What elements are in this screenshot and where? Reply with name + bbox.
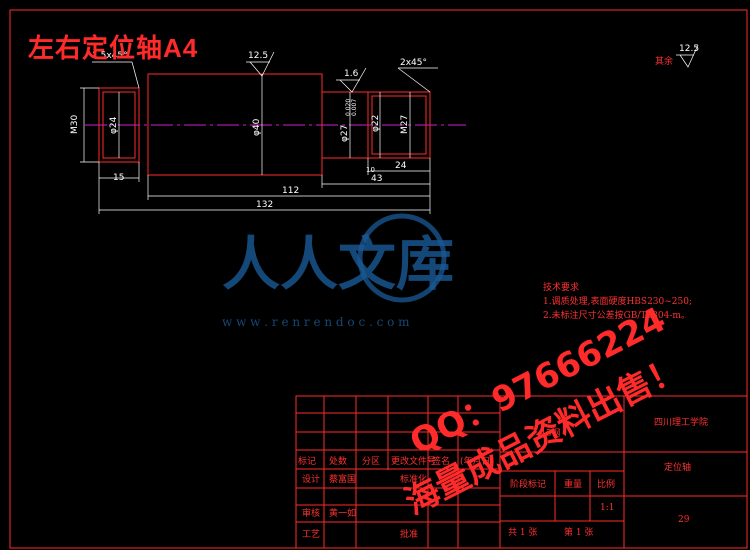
svg-text:43: 43 — [371, 174, 382, 184]
svg-text:M30: M30 — [70, 115, 80, 134]
drawing-number-text: 29 — [678, 515, 690, 525]
svg-text:签名: 签名 — [432, 455, 450, 467]
svg-text:蔡富国: 蔡富国 — [329, 473, 356, 485]
svg-text:更改文件号: 更改文件号 — [391, 455, 436, 467]
svg-text:审核: 审核 — [302, 507, 320, 519]
svg-text:15: 15 — [113, 173, 124, 183]
svg-text:2x45°: 2x45° — [400, 58, 427, 68]
svg-text:φ27: φ27 — [340, 125, 350, 142]
svg-text:黄一如: 黄一如 — [329, 507, 356, 519]
tech-heading: 技术要求 — [543, 283, 580, 293]
part-name-text: 定位轴 — [664, 461, 691, 473]
dimension-text: 1.5x45° 12.5 1.6 2x45° 12.5 15 112 132 4… — [70, 44, 699, 210]
svg-text:φ24: φ24 — [109, 116, 119, 134]
technical-requirements: 技术要求 1.调质处理,表面硬度HBS230~250; 2.未标注尺寸公差按GB… — [543, 281, 692, 323]
svg-text:112: 112 — [282, 186, 299, 196]
tech-line-2: 2.未标注尺寸公差按GB/T1804-m。 — [543, 311, 690, 321]
svg-text:比例: 比例 — [597, 478, 615, 490]
svg-text:12.5: 12.5 — [679, 44, 699, 54]
svg-text:阶段标记: 阶段标记 — [510, 478, 546, 490]
roughness-other-label: 其余 — [655, 55, 673, 67]
dimension-lines — [80, 44, 699, 214]
svg-text:批准: 批准 — [400, 528, 418, 540]
school-text: 四川理工学院 — [654, 416, 708, 428]
watermark: 人人文库 w w w . r e n r e n d o c . c o m — [222, 213, 454, 329]
watermark-brand: 人人文库 — [222, 230, 454, 298]
watermark-url: w w w . r e n r e n d o c . c o m — [222, 315, 410, 329]
svg-text:0.007: 0.007 — [351, 99, 358, 116]
svg-text:12.5: 12.5 — [248, 51, 268, 61]
svg-text:132: 132 — [256, 200, 273, 210]
svg-text:共 1 张: 共 1 张 — [508, 527, 537, 538]
svg-text:标记: 标记 — [298, 455, 316, 467]
material-text: 45钢 — [540, 427, 560, 439]
tech-line-1: 1.调质处理,表面硬度HBS230~250; — [543, 297, 693, 307]
title-block-grid — [295, 395, 748, 549]
svg-text:设计: 设计 — [302, 473, 320, 485]
svg-text:24: 24 — [395, 161, 407, 171]
svg-text:1:1: 1:1 — [600, 503, 614, 513]
svg-text:(年月日): (年月日) — [460, 455, 494, 467]
svg-text:1.6: 1.6 — [344, 69, 359, 79]
svg-text:分区: 分区 — [362, 456, 380, 467]
svg-text:φ40: φ40 — [252, 118, 262, 136]
svg-text:10: 10 — [366, 166, 375, 174]
svg-text:工艺: 工艺 — [302, 529, 320, 540]
svg-text:0.020: 0.020 — [345, 99, 352, 116]
svg-text:处数: 处数 — [329, 455, 347, 467]
svg-text:标准化: 标准化 — [400, 473, 427, 485]
svg-text:M27: M27 — [400, 115, 410, 134]
svg-text:重量: 重量 — [564, 478, 582, 490]
drawing-title: 左右定位轴A4 — [28, 33, 199, 63]
svg-text:第 1 张: 第 1 张 — [564, 526, 593, 538]
svg-text:φ22: φ22 — [371, 115, 381, 132]
svg-text:1.5x45°: 1.5x45° — [92, 51, 128, 61]
title-block-text: 45钢 四川理工学院 定位轴 标记 处数 分区 更改文件号 签名 (年月日) 设… — [298, 416, 708, 540]
